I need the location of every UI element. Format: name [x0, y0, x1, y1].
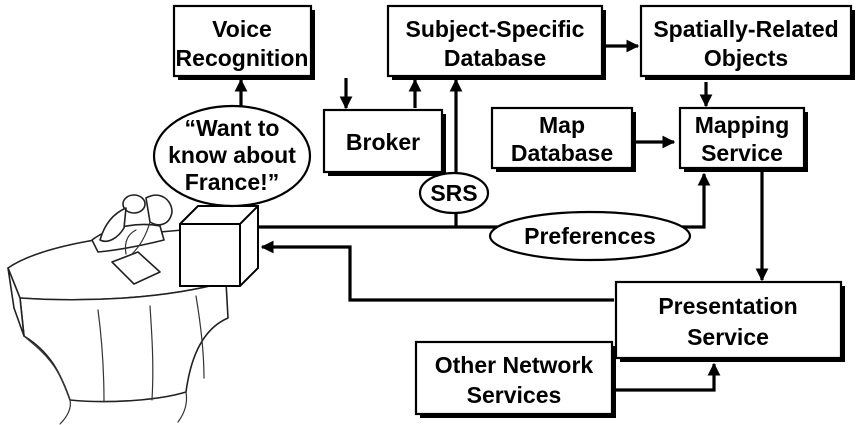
broker-label: Broker: [346, 129, 420, 155]
other-services-line-2: Services: [467, 382, 562, 408]
speech-line-2: know about: [168, 142, 296, 168]
mapping-service-line-2: Service: [701, 140, 783, 166]
arrow-tv-to-mapping: [258, 172, 711, 229]
presentation-service-line-1: Presentation: [658, 293, 797, 319]
map-db-line-1: Map: [539, 112, 585, 138]
srs-bubble: SRS: [418, 171, 490, 215]
arrow-other-to-presentation: [614, 362, 721, 392]
voice-recognition-line-2: Recognition: [176, 45, 309, 71]
speech-bubble: “Want to know about France!”: [152, 104, 312, 208]
map-db-line-2: Database: [511, 140, 613, 166]
arrow-presentation-to-tv: [260, 240, 614, 302]
srs-label: SRS: [430, 180, 477, 206]
node-other-network-services: Other Network Services: [414, 340, 616, 418]
node-presentation-service: Presentation Service: [614, 280, 845, 362]
speech-line-1: “Want to: [185, 115, 280, 141]
mapping-service-line-1: Mapping: [695, 112, 790, 138]
voice-recognition-line-1: Voice: [212, 16, 272, 42]
speech-line-3: France!”: [185, 169, 280, 195]
tv-display: [179, 205, 259, 287]
spatial-objects-line-1: Spatially-Related: [653, 16, 838, 42]
spatial-objects-line-2: Objects: [704, 45, 788, 71]
node-subject-specific-database: Subject-Specific Database: [386, 4, 606, 80]
subject-db-line-2: Database: [444, 45, 546, 71]
preferences-bubble: Preferences: [488, 210, 692, 262]
node-spatially-related-objects: Spatially-Related Objects: [639, 4, 855, 80]
other-services-line-1: Other Network: [435, 352, 594, 378]
node-mapping-service: Mapping Service: [678, 106, 808, 172]
node-voice-recognition: Voice Recognition: [172, 4, 315, 80]
presentation-service-line-2: Service: [687, 324, 769, 350]
preferences-label: Preferences: [524, 223, 656, 249]
node-map-database: Map Database: [490, 106, 636, 172]
bed-with-person-illustration: [7, 194, 232, 425]
subject-db-line-1: Subject-Specific: [406, 16, 585, 42]
node-broker: Broker: [322, 108, 446, 176]
